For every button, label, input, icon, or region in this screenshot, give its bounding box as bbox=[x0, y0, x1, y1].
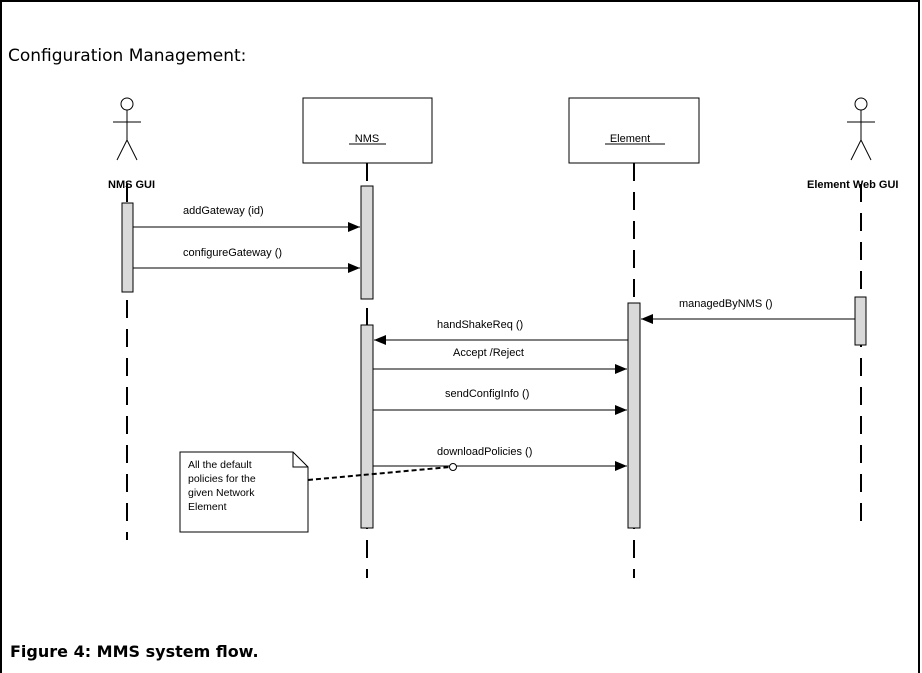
message-label: Accept /Reject bbox=[453, 347, 524, 359]
activation-bar-nms-2 bbox=[360, 324, 374, 529]
object-label-nms: NMS bbox=[355, 133, 379, 145]
message-label: downloadPolicies () bbox=[437, 446, 532, 458]
stick-figure-icon bbox=[113, 97, 141, 161]
message-accept-reject: Accept /Reject bbox=[373, 347, 627, 374]
object-nms: NMS bbox=[302, 97, 433, 164]
note-line-4: Element bbox=[188, 501, 227, 513]
message-add-gateway: addGateway (id) bbox=[133, 205, 360, 232]
actor-label-element-web-gui: Element Web GUI bbox=[807, 179, 898, 191]
message-handshake-req: handShakeReq () bbox=[374, 319, 628, 345]
object-label-element: Element bbox=[610, 133, 650, 145]
message-label: sendConfigInfo () bbox=[445, 388, 529, 400]
note-line-2: policies for the bbox=[188, 473, 256, 485]
object-element: Element bbox=[568, 97, 700, 164]
message-send-config-info: sendConfigInfo () bbox=[373, 388, 627, 415]
message-label: handShakeReq () bbox=[437, 319, 523, 331]
actor-label-nms-gui: NMS GUI bbox=[108, 179, 155, 191]
message-label: managedByNMS () bbox=[679, 298, 773, 310]
activation-bar-nms-gui bbox=[121, 202, 134, 293]
note-line-1: All the default bbox=[188, 459, 252, 471]
stick-figure-icon bbox=[847, 97, 875, 161]
activation-bar-element bbox=[627, 302, 641, 529]
actor-element-web-gui: Element Web GUI bbox=[807, 97, 898, 191]
figure-caption: Figure 4: MMS system flow. bbox=[10, 642, 259, 661]
sequence-diagram: NMS GUI NMS Element Element Web GUI addG… bbox=[108, 97, 898, 578]
note-default-policies: All the default policies for the given N… bbox=[179, 451, 309, 533]
activation-bar-nms-1 bbox=[360, 185, 374, 300]
message-download-policies: downloadPolicies () bbox=[373, 446, 627, 471]
message-managed-by-nms: managedByNMS () bbox=[641, 298, 855, 324]
message-configure-gateway: configureGateway () bbox=[133, 247, 360, 273]
message-label: addGateway (id) bbox=[183, 205, 264, 217]
activation-bar-element-web-gui bbox=[854, 296, 867, 346]
note-connector bbox=[307, 466, 451, 481]
note-anchor bbox=[449, 463, 457, 471]
message-label: configureGateway () bbox=[183, 247, 282, 259]
actor-nms-gui: NMS GUI bbox=[108, 97, 155, 191]
diagram-heading: Configuration Management: bbox=[8, 46, 247, 66]
note-line-3: given Network bbox=[188, 487, 255, 499]
